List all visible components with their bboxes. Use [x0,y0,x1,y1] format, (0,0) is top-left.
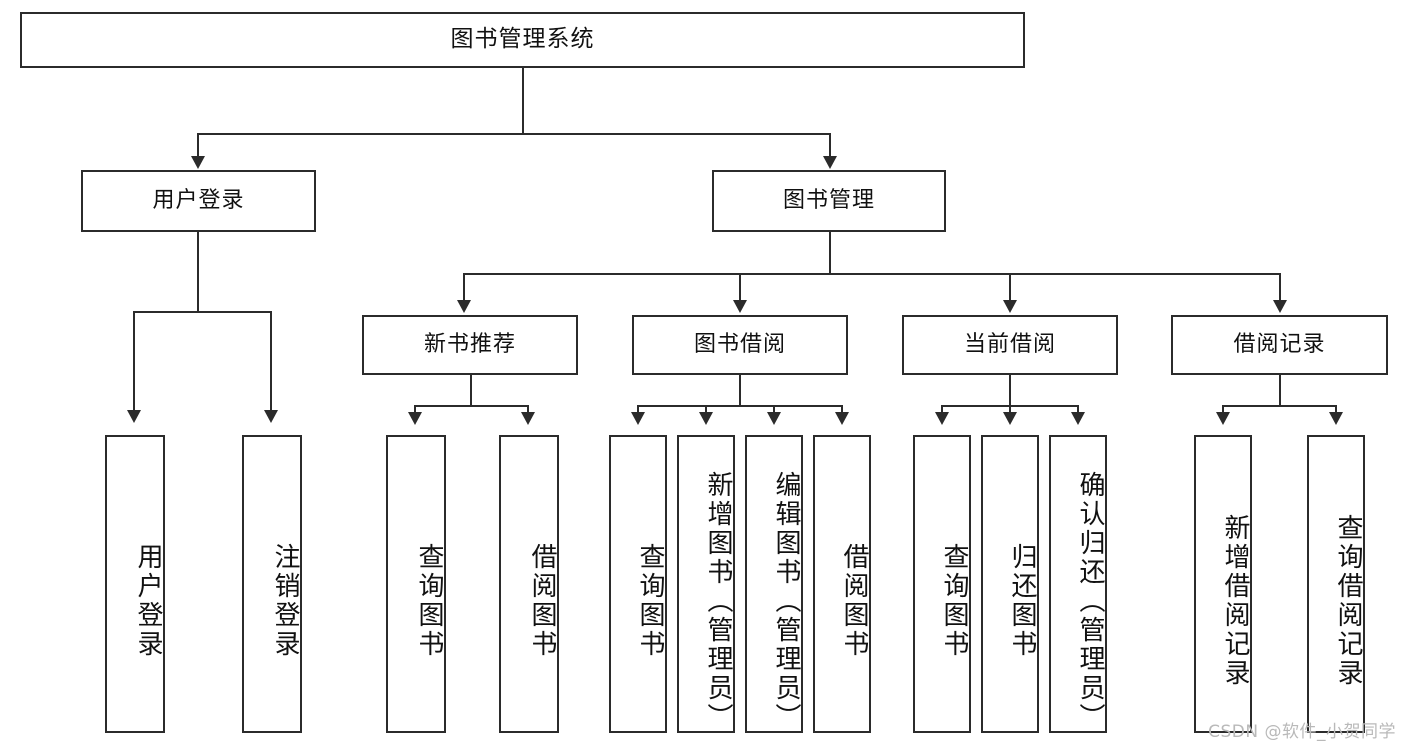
arrow-to-leaf-return-book [1003,412,1017,425]
connector-book-borrow-branch-1 [637,405,639,413]
arrow-to-leaf-confirm-return [1071,412,1085,425]
node-label: 借阅图书 [839,543,869,659]
connector-to-new-book-recommend [463,273,465,301]
node-book-management[interactable]: 图书管理 [712,170,946,232]
node-new-book-recommend[interactable]: 新书推荐 [362,315,578,375]
node-leaf-query-book-new-recommend[interactable]: 查询图书 [386,435,446,733]
connector-borrow-record-stem [1279,375,1281,406]
node-label: 查询图书 [635,543,665,659]
node-user-login[interactable]: 用户登录 [81,170,316,232]
arrow-to-current-borrow [1003,300,1017,313]
connector-root-to-user-login [197,133,199,157]
arrow-to-new-book-recommend [457,300,471,313]
connector-user-login-branch-1 [133,311,135,411]
connector-new-book-stem [470,375,472,406]
node-leaf-query-book-current[interactable]: 查询图书 [913,435,971,733]
connector-user-login-branch-2 [270,311,272,411]
arrow-to-leaf-logout-login [264,410,278,423]
node-leaf-logout-login[interactable]: 注销登录 [242,435,302,733]
connector-to-book-borrow [739,273,741,301]
arrow-to-leaf-borrow-book-2 [835,412,849,425]
connector-borrow-record-branch-2 [1335,405,1337,413]
arrow-root-to-user-login [191,156,205,169]
node-label: 新增借阅记录 [1220,514,1250,688]
node-label: 借阅图书 [527,543,557,659]
node-label: 图书管理系统 [450,26,595,53]
node-label: 用户登录 [152,188,245,214]
arrow-to-leaf-add-book-admin [699,412,713,425]
node-leaf-borrow-book-new-recommend[interactable]: 借阅图书 [499,435,559,733]
connector-new-book-bus [414,405,528,407]
node-label: 查询图书 [414,543,444,659]
node-leaf-borrow-book-borrow[interactable]: 借阅图书 [813,435,871,733]
connector-book-borrow-branch-2 [705,405,707,413]
node-label: 当前借阅 [963,332,1056,358]
arrow-to-leaf-query-book-1 [408,412,422,425]
node-label: 新书推荐 [423,332,516,358]
node-current-borrow[interactable]: 当前借阅 [902,315,1118,375]
csdn-watermark: CSDN @软件_小贺同学 [1208,722,1396,742]
node-label: 编辑图书（管理员） [771,470,801,732]
connector-borrow-record-branch-1 [1222,405,1224,413]
connector-current-borrow-branch-2 [1009,405,1011,413]
node-label: 归还图书 [1007,543,1037,659]
node-leaf-add-book-admin[interactable]: 新增图书（管理员） [677,435,735,733]
connector-level3-bus [463,273,1280,275]
node-borrow-record[interactable]: 借阅记录 [1171,315,1388,375]
arrow-root-to-book-manage [823,156,837,169]
node-leaf-edit-book-admin[interactable]: 编辑图书（管理员） [745,435,803,733]
node-leaf-confirm-return-admin[interactable]: 确认归还（管理员） [1049,435,1107,733]
node-label: 用户登录 [133,543,163,659]
arrow-to-leaf-borrow-book-1 [521,412,535,425]
node-leaf-add-borrow-record[interactable]: 新增借阅记录 [1194,435,1252,733]
connector-root-to-book-manage [829,133,831,157]
connector-current-borrow-branch-1 [941,405,943,413]
node-leaf-query-book-borrow[interactable]: 查询图书 [609,435,667,733]
connector-new-book-branch-1 [414,405,416,413]
node-label: 查询图书 [939,543,969,659]
node-label: 新增图书（管理员） [703,470,733,732]
connector-current-borrow-stem [1009,375,1011,406]
connector-root-stem [522,68,524,134]
connector-book-borrow-branch-4 [841,405,843,413]
arrow-to-leaf-query-book-3 [935,412,949,425]
node-root-book-management-system[interactable]: 图书管理系统 [20,12,1025,68]
arrow-to-leaf-add-record [1216,412,1230,425]
connector-book-borrow-bus [637,405,842,407]
connector-root-bus [197,133,831,135]
connector-current-borrow-branch-3 [1077,405,1079,413]
node-leaf-query-borrow-record[interactable]: 查询借阅记录 [1307,435,1365,733]
node-book-borrow[interactable]: 图书借阅 [632,315,848,375]
node-leaf-return-book[interactable]: 归还图书 [981,435,1039,733]
node-leaf-user-login[interactable]: 用户登录 [105,435,165,733]
node-label: 图书借阅 [693,332,786,358]
arrow-to-book-borrow [733,300,747,313]
connector-book-manage-stem [829,232,831,274]
connector-to-current-borrow [1009,273,1011,301]
arrow-to-leaf-user-login [127,410,141,423]
connector-user-login-bus [133,311,271,313]
connector-book-borrow-stem [739,375,741,406]
connector-user-login-stem [197,232,199,312]
node-label: 借阅记录 [1233,332,1326,358]
connector-book-borrow-branch-3 [773,405,775,413]
connector-new-book-branch-2 [527,405,529,413]
connector-to-borrow-record [1279,273,1281,301]
node-label: 确认归还（管理员） [1075,470,1105,732]
node-label: 查询借阅记录 [1333,514,1363,688]
node-label: 图书管理 [782,188,875,214]
arrow-to-leaf-query-book-2 [631,412,645,425]
arrow-to-borrow-record [1273,300,1287,313]
arrow-to-leaf-query-record [1329,412,1343,425]
arrow-to-leaf-edit-book-admin [767,412,781,425]
connector-borrow-record-bus [1222,405,1336,407]
node-label: 注销登录 [270,543,300,659]
